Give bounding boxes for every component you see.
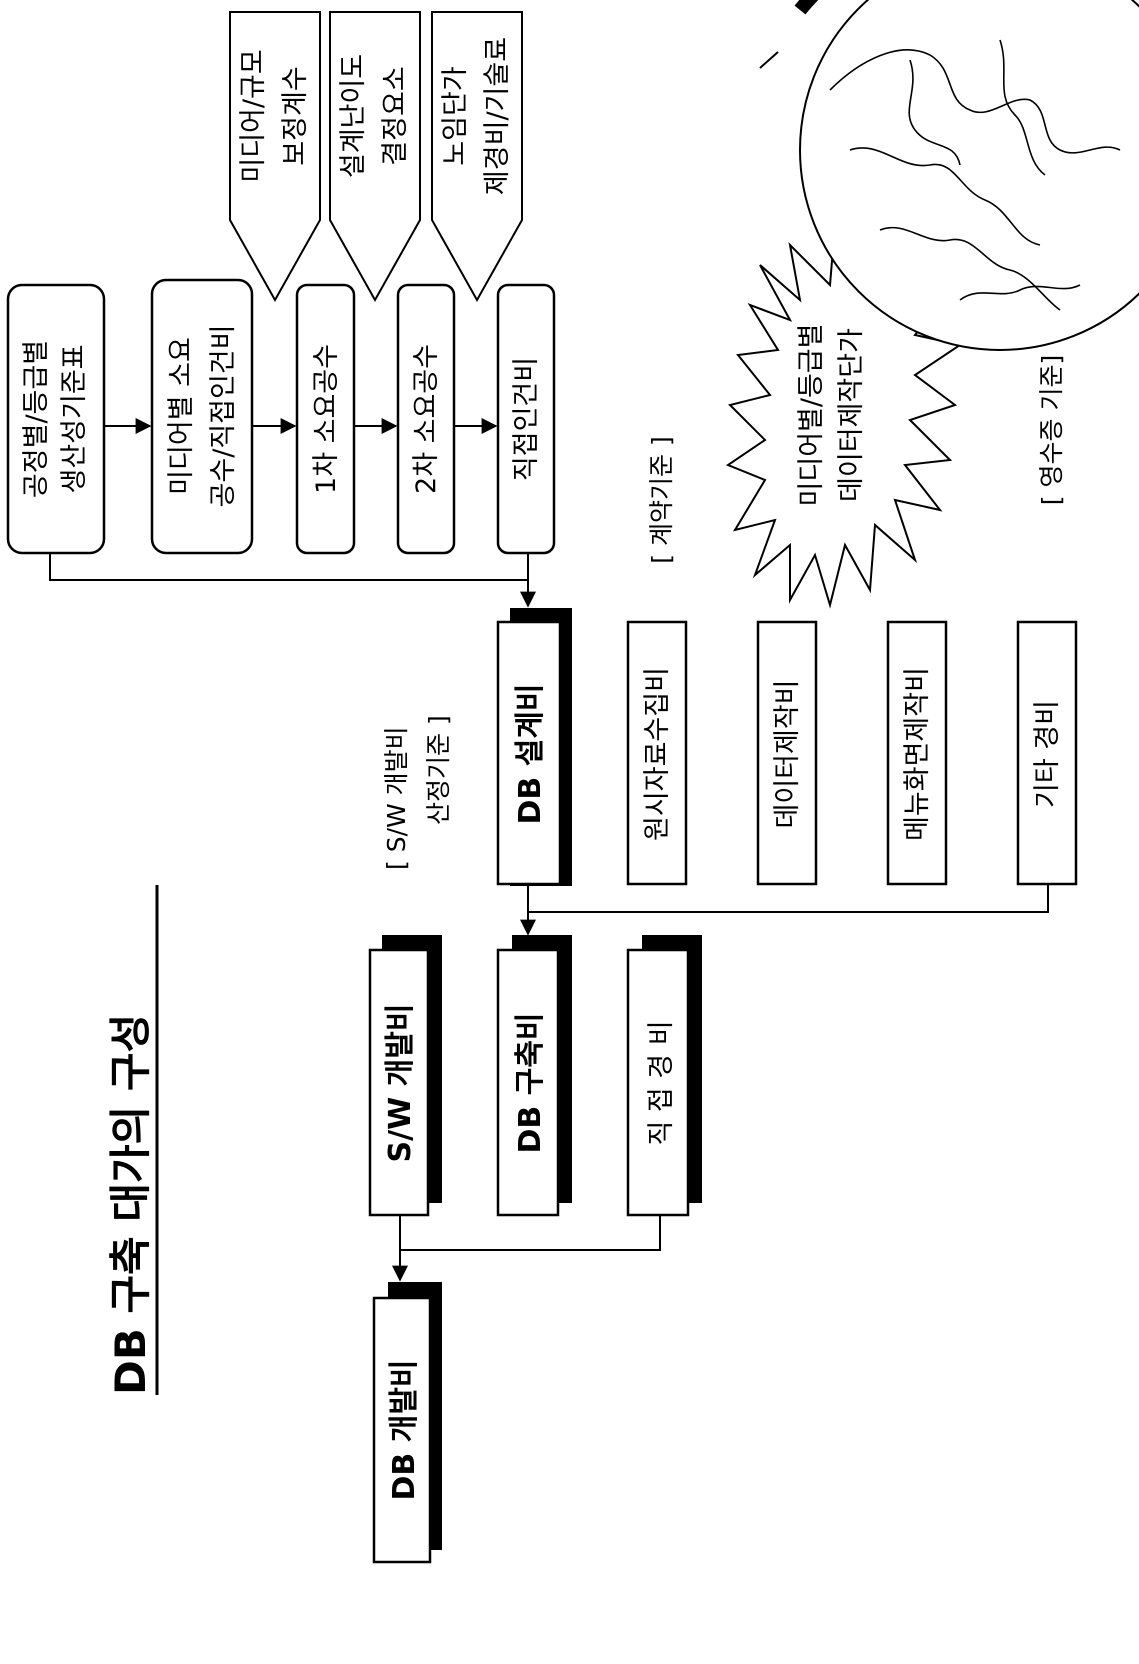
raw-data-collection-label: 원시자료수집비 (642, 667, 673, 841)
mid-to-construction-connector (520, 884, 1049, 936)
top-row-4-label: 2차 소요공수 (411, 344, 442, 494)
top-row-2-line1: 미디어별 소요 (166, 337, 197, 495)
callout-2-line2: 결정요소 (380, 66, 411, 165)
callout-1-line1: 미디어/규모 (238, 49, 269, 182)
top-to-design-connector (49, 553, 536, 608)
db-design-label: DB 설계비 (513, 683, 548, 824)
db-construction-label: DB 구축비 (513, 1012, 548, 1153)
db-construction-box: DB 구축비 (496, 935, 572, 1217)
callout-3-line2: 제경비/기술료 (482, 37, 513, 195)
callout-correction-factor: 미디어/규모 보정계수 (229, 11, 321, 303)
callout-wage: 노임단가 제경비/기술료 (431, 11, 523, 303)
top-row-box-first-effort: 1차 소요공수 (295, 283, 356, 555)
callout-3-line1: 노임단가 (440, 66, 471, 165)
direct-expense-box: 직 접 경 비 (626, 935, 702, 1217)
diagram-title: DB 구축 대가의 구성 (106, 885, 159, 1395)
top-row-box-productivity: 공정별/등급별 생산성기준표 (6, 283, 106, 555)
callout-difficulty: 설계난이도 결정요소 (329, 11, 421, 303)
top-row-box-media-labor: 미디어별 소요 공수/직접인건비 (150, 278, 254, 555)
starburst-line2: 데이터제작단가 (836, 328, 867, 502)
sw-development-box: S/W 개발비 (368, 935, 442, 1217)
sw-development-label: S/W 개발비 (383, 1004, 418, 1163)
criteria-sw: [ S/W 개발비 산정기준 ] (382, 715, 453, 870)
top-row-box-second-effort: 2차 소요공수 (396, 283, 456, 555)
top-row-1-line1: 공정별/등급별 (21, 340, 52, 498)
other-expenses-label: 기타 경비 (1032, 700, 1063, 808)
top-row-2-line2: 공수/직접인건비 (208, 325, 239, 508)
criteria-receipt: [ 영수증 기준] (1037, 355, 1066, 505)
db-design-box: DB 설계비 (496, 608, 572, 886)
top-row-5-label: 직접인건비 (511, 357, 542, 481)
menu-screen-label: 메뉴화면제작비 (902, 667, 933, 841)
components-to-total-connector (392, 1215, 661, 1282)
other-expenses-box: 기타 경비 (1016, 620, 1078, 886)
title-text: DB 구축 대가의 구성 (106, 1014, 155, 1395)
criteria-contract: [ 계약기준 ] (647, 436, 676, 563)
top-row-1-line2: 생산성기준표 (59, 344, 90, 493)
menu-screen-box: 메뉴화면제작비 (886, 620, 948, 886)
data-production-box: 데이터제작비 (756, 620, 818, 886)
db-development-total-label: DB 개발비 (387, 1359, 422, 1500)
starburst-line1: 미디어별/등급별 (796, 324, 827, 507)
direct-expense-label: 직 접 경 비 (646, 1020, 677, 1145)
db-development-total-box: DB 개발비 (372, 1282, 442, 1564)
criteria-sw-line2: 산정기준 ] (424, 715, 453, 825)
callout-2-line1: 설계난이도 (338, 54, 369, 178)
callout-1-line2: 보정계수 (280, 66, 311, 165)
criteria-sw-line1: [ S/W 개발비 (382, 726, 411, 870)
top-row-box-direct-labor: 직접인건비 (496, 283, 556, 555)
data-production-label: 데이터제작비 (772, 679, 803, 828)
top-row-3-label: 1차 소요공수 (311, 344, 342, 494)
raw-data-collection-box: 원시자료수집비 (626, 620, 688, 886)
globe-icon (759, 0, 1139, 351)
